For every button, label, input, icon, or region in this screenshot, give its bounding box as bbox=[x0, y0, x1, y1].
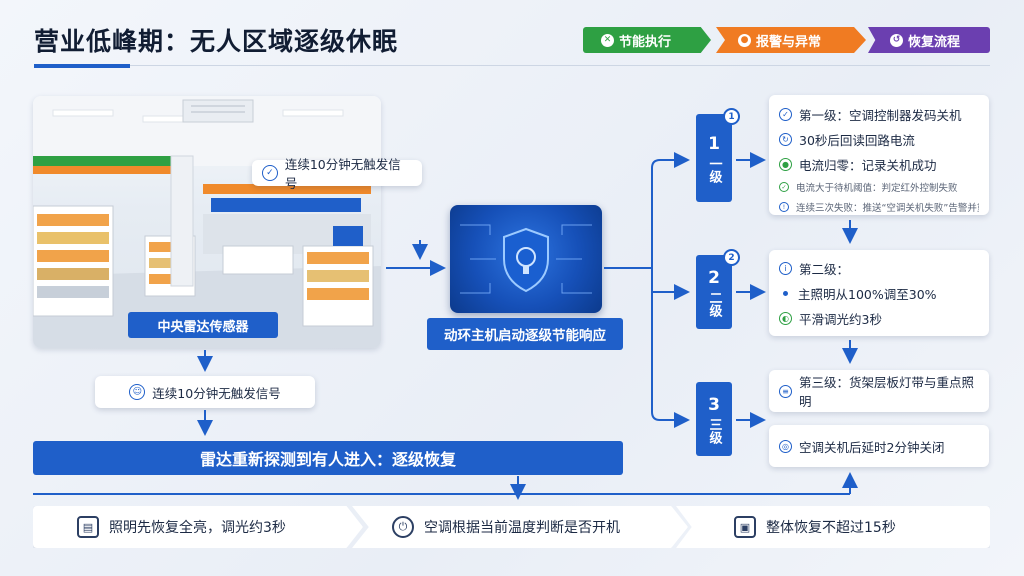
legend-label: 恢复流程 bbox=[908, 34, 961, 50]
legend-alarm: ● 报警与异常 bbox=[716, 27, 866, 53]
store-photo bbox=[33, 96, 381, 348]
warning-icon: ! bbox=[779, 202, 789, 212]
user-icon: ☺ bbox=[129, 384, 146, 400]
level-3-row: ≡ 第三级：货架层板灯带与重点照明 bbox=[779, 372, 979, 410]
row-text: 连续三次失败：推送“空调关机失败”告警并重新下发 bbox=[796, 203, 979, 214]
level-3-block: 3 三级 bbox=[696, 382, 732, 456]
row-text: 第三级：货架层板灯带与重点照明 bbox=[799, 375, 975, 409]
ac-delay-card: ◎ 空调关机后延时2分钟关闭 bbox=[769, 425, 989, 467]
level-text: 二级 bbox=[706, 290, 722, 317]
legend-label: 报警与异常 bbox=[756, 34, 822, 50]
level-2-row: ◐ 平滑调光约3秒 bbox=[779, 309, 979, 328]
no-trigger-callout-top: ✓ 连续10分钟无触发信号 bbox=[252, 157, 422, 191]
level-text: 三级 bbox=[706, 417, 722, 444]
level-1-row: ● 电流归零：记录关机成功 bbox=[779, 155, 979, 174]
level-2-badge: 2 bbox=[723, 249, 740, 266]
step-text: 照明先恢复全亮，调光约3秒 bbox=[109, 520, 286, 536]
step-text: 空调根据当前温度判断是否开机 bbox=[424, 520, 620, 536]
host-device bbox=[450, 205, 602, 313]
recovery-step-ac: ⏻ 空调根据当前温度判断是否开机 bbox=[352, 506, 688, 548]
level-2-block: 2 二级 bbox=[696, 255, 732, 329]
dimmer-icon: ◐ bbox=[779, 312, 792, 325]
check-circle-icon: ✓ bbox=[262, 165, 278, 181]
level-1-card: ✓ 第一级：空调控制器发码关机 ↻ 30秒后回读回路电流 ● 电流归零：记录关机… bbox=[769, 95, 989, 215]
sensor-label: 中央雷达传感器 bbox=[128, 312, 278, 338]
level-3-card: ≡ 第三级：货架层板灯带与重点照明 bbox=[769, 370, 989, 412]
callout-text: 连续10分钟无触发信号 bbox=[284, 157, 401, 191]
legend-label: 节能执行 bbox=[619, 34, 672, 50]
host-label: 动环主机启动逐级节能响应 bbox=[427, 318, 623, 350]
refresh-icon: ↻ bbox=[779, 133, 792, 146]
location-pin-icon: ● bbox=[738, 33, 751, 47]
row-text: 主照明从100%调至30% bbox=[798, 287, 937, 302]
level-number: 2 bbox=[708, 267, 720, 288]
level-1-row: ↻ 30秒后回读回路电流 bbox=[779, 130, 979, 149]
ac-delay-row: ◎ 空调关机后延时2分钟关闭 bbox=[779, 437, 944, 456]
row-text: 电流归零：记录关机成功 bbox=[799, 158, 937, 173]
level-1-row: ✓ 电流大于待机阈值：判定红外控制失败 bbox=[779, 180, 979, 194]
check-circle-icon: ✓ bbox=[779, 108, 792, 121]
level-1-row: ✓ 第一级：空调控制器发码关机 bbox=[779, 105, 979, 124]
location-pin-icon: ◎ bbox=[779, 439, 792, 453]
shelf-light-icon: ≡ bbox=[779, 384, 792, 398]
bullet bbox=[783, 291, 788, 296]
history-icon: ↺ bbox=[890, 33, 903, 47]
row-text: 第二级： bbox=[799, 262, 850, 277]
recovery-step-total: ▣ 整体恢复不超过15秒 bbox=[676, 506, 990, 548]
leaf-icon: ✓ bbox=[779, 182, 789, 192]
info-icon: i bbox=[779, 262, 792, 275]
level-number: 3 bbox=[708, 394, 720, 415]
level-2-row: 主照明从100%调至30% bbox=[779, 284, 979, 303]
level-1-row: ! 连续三次失败：推送“空调关机失败”告警并重新下发 bbox=[779, 200, 979, 214]
calendar-icon: ▤ bbox=[77, 516, 99, 538]
row-text: 第一级：空调控制器发码关机 bbox=[799, 108, 962, 123]
row-text: 空调关机后延时2分钟关闭 bbox=[799, 439, 945, 455]
leaf-icon: ✕ bbox=[601, 33, 614, 47]
row-text: 电流大于待机阈值：判定红外控制失败 bbox=[796, 183, 958, 194]
level-1-block: 1 一级 bbox=[696, 114, 732, 202]
recover-banner: 雷达重新探测到有人进入：逐级恢复 bbox=[33, 441, 623, 475]
level-number: 1 bbox=[708, 133, 720, 154]
location-pin-icon: ● bbox=[779, 158, 792, 171]
callout-text: 连续10分钟无触发信号 bbox=[152, 385, 281, 401]
level-2-row: i 第二级： bbox=[779, 259, 979, 278]
level-2-card: i 第二级： 主照明从100%调至30% ◐ 平滑调光约3秒 bbox=[769, 250, 989, 336]
title-divider bbox=[130, 65, 990, 66]
title-underline bbox=[34, 64, 130, 68]
legend-recovery: ↺ 恢复流程 bbox=[868, 27, 990, 53]
page-title: 营业低峰期：无人区域逐级休眠 bbox=[34, 27, 399, 56]
power-icon: ⏻ bbox=[392, 516, 414, 538]
level-1-badge: 1 bbox=[723, 108, 740, 125]
row-text: 平滑调光约3秒 bbox=[799, 312, 882, 327]
no-trigger-callout-bottom: ☺ 连续10分钟无触发信号 bbox=[95, 376, 315, 408]
row-text: 30秒后回读回路电流 bbox=[799, 133, 915, 148]
lock-icon: ▣ bbox=[734, 516, 756, 538]
legend-energy-saving: ✕ 节能执行 bbox=[583, 27, 711, 53]
step-text: 整体恢复不超过15秒 bbox=[766, 520, 896, 536]
recovery-step-lighting: ▤ 照明先恢复全亮，调光约3秒 bbox=[33, 506, 363, 548]
level-text: 一级 bbox=[706, 156, 722, 183]
